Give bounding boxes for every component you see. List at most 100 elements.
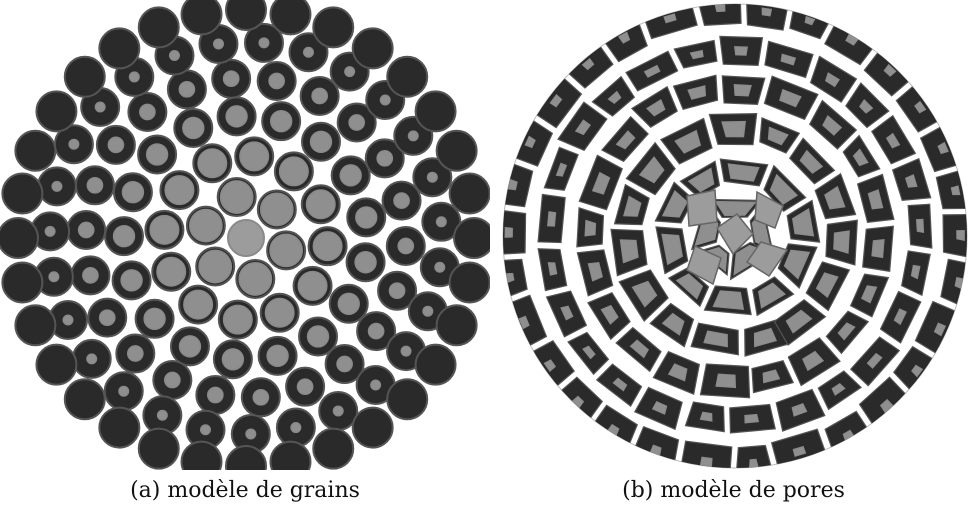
- pore-cell: [764, 40, 814, 79]
- grain-circle: [257, 335, 298, 376]
- grain-circle: [385, 225, 426, 266]
- pore-cell: [537, 248, 568, 292]
- grain-circle: [312, 427, 355, 470]
- pore-cell: [825, 310, 870, 355]
- grain-circle: [351, 406, 394, 449]
- grain-circle: [259, 292, 300, 333]
- grain-circle: [300, 121, 341, 162]
- grain-circle: [0, 217, 39, 259]
- grain-circle: [421, 201, 462, 242]
- pore-cell: [808, 99, 858, 150]
- pore-cell: [763, 75, 819, 121]
- grain-circle: [63, 378, 106, 421]
- pore-model-diagram: [502, 3, 968, 469]
- grain-circle: [412, 157, 453, 198]
- grain-circle: [307, 226, 348, 267]
- pore-cell: [655, 226, 689, 275]
- pore-cell: [777, 243, 818, 290]
- pore-cell-center: [754, 190, 784, 229]
- pore-cell: [633, 386, 683, 431]
- pore-cell-center: [686, 189, 718, 227]
- grain-circle: [435, 129, 478, 172]
- grain-circle: [36, 166, 77, 207]
- grain-circle: [152, 360, 193, 401]
- caption-pore-model: (b) modèle de pores: [622, 478, 845, 503]
- grain-circle: [275, 407, 316, 448]
- pore-cell: [842, 134, 881, 178]
- pore-cell: [610, 228, 648, 277]
- pore-cell: [550, 376, 604, 430]
- pore-cell: [613, 183, 650, 226]
- grain-circle: [87, 297, 128, 338]
- grain-circle: [211, 58, 252, 99]
- caption-grain-model: (a) modèle de grains: [130, 478, 360, 503]
- grain-circle: [453, 217, 490, 259]
- panel-pore-model: (b) modèle de pores: [490, 0, 977, 515]
- pore-cell: [576, 207, 605, 248]
- pore-cell: [625, 141, 676, 196]
- grain-circle: [35, 343, 78, 386]
- pore-cell: [845, 82, 890, 129]
- grain-circle: [240, 377, 281, 418]
- pore-cell: [545, 290, 588, 338]
- grain-circle: [448, 172, 490, 215]
- grain-circle: [330, 155, 371, 196]
- pore-cell: [787, 337, 841, 387]
- grain-circle: [137, 427, 180, 470]
- grain-circle: [256, 60, 297, 101]
- pore-cell: [557, 101, 608, 152]
- pore-cell: [856, 173, 895, 224]
- pore-cell: [576, 249, 614, 297]
- grain-circle: [256, 189, 297, 230]
- pore-cell: [703, 285, 752, 316]
- pore-cell: [735, 444, 775, 468]
- grain-circle: [1, 261, 44, 304]
- grain-circle: [137, 6, 180, 49]
- grain-circle: [292, 265, 333, 306]
- pore-cell-center: [715, 212, 755, 256]
- grain-circle: [351, 27, 394, 70]
- pore-cell: [891, 157, 932, 201]
- pore-cell-center: [686, 244, 722, 286]
- pore-cell: [660, 117, 713, 165]
- grain-circle: [180, 440, 223, 470]
- grain-circle: [144, 209, 185, 250]
- grain-circle: [70, 255, 111, 296]
- grain-circle: [115, 333, 156, 374]
- grain-circle: [63, 55, 106, 98]
- grain-circle: [95, 124, 136, 165]
- pore-cell: [775, 388, 826, 432]
- pore-cell: [809, 55, 858, 103]
- pore-cell: [814, 172, 857, 220]
- pore-cell: [773, 299, 827, 346]
- grain-circle: [159, 170, 200, 211]
- grain-circle: [312, 6, 355, 49]
- grain-circle: [185, 409, 226, 450]
- grain-circle: [419, 247, 460, 288]
- grain-circle: [195, 246, 236, 287]
- pore-cell: [719, 35, 764, 66]
- grain-circle: [212, 339, 253, 380]
- pore-cell: [600, 115, 649, 163]
- pore-cell: [907, 203, 933, 249]
- pore-cell: [879, 290, 922, 344]
- grain-circle: [328, 283, 369, 324]
- grain-circle: [14, 129, 57, 172]
- grain-circle: [235, 258, 276, 299]
- pore-cell: [537, 193, 566, 244]
- grain-circle: [269, 440, 312, 470]
- pore-cell: [587, 291, 631, 341]
- pore-cell: [690, 322, 739, 356]
- pore-cell: [763, 164, 807, 213]
- grain-circle: [66, 210, 107, 251]
- pore-cell: [849, 336, 901, 387]
- pore-cell: [901, 250, 931, 297]
- grain-circle: [216, 96, 257, 137]
- pore-cell: [543, 146, 579, 191]
- grain-circle: [112, 172, 153, 213]
- pore-cell: [708, 112, 758, 146]
- pore-cell: [618, 269, 669, 323]
- grain-circle: [74, 165, 115, 206]
- panel-grain-model: (a) modèle de grains: [0, 0, 490, 503]
- grain-circle: [386, 378, 429, 421]
